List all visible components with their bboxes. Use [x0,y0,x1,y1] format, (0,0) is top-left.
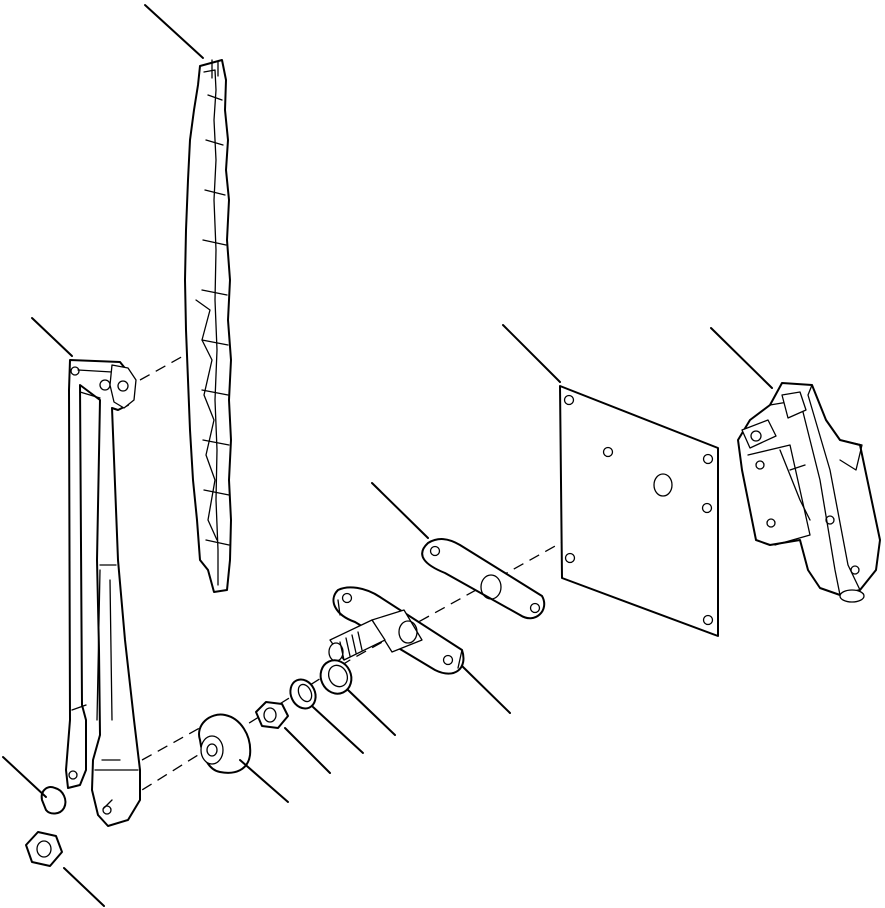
gasket-leader [371,482,429,539]
rubber-boot-leader [239,759,289,803]
washer [289,678,317,710]
wiper-blade-leader [144,4,204,59]
arm-nut [25,831,63,867]
seal-ring [319,659,353,695]
mounting-plate-leader [502,324,561,383]
pivot-nut [255,701,289,729]
pivot-housing-leader [461,665,511,714]
seal-ring-leader [347,689,396,736]
wiper-arm [65,359,141,827]
acorn-cap [40,786,67,815]
mounting-plate [559,385,719,637]
acorn-cap-leader [2,756,47,798]
gasket [421,538,546,620]
arm-nut-leader [63,867,105,907]
wiper-arm-leader [31,317,73,357]
rubber-boot [198,713,252,774]
pivot-housing [328,586,465,675]
wiper-blade [184,59,232,593]
wiper-motor [737,382,881,603]
pivot-nut-leader [284,727,331,774]
washer-leader [312,706,364,754]
wiper-motor-leader [710,327,773,389]
